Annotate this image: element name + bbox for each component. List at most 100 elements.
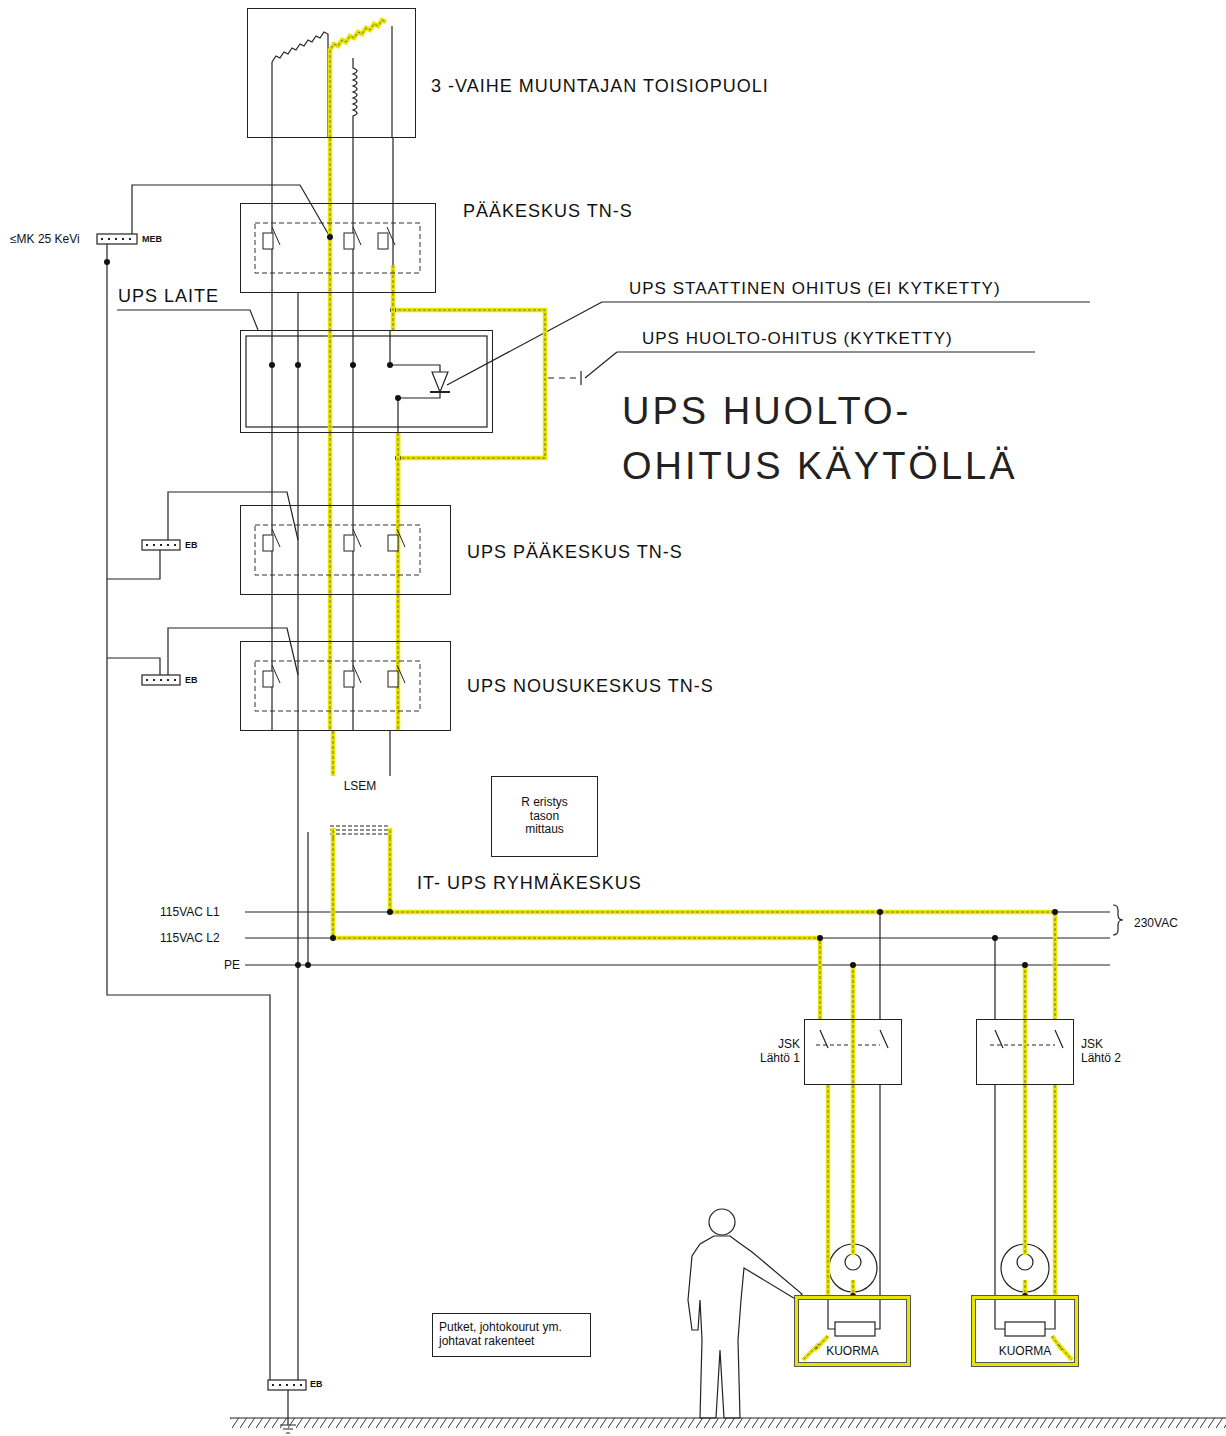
junction-dot [395,395,401,401]
conductor [392,138,393,203]
node-label: UPS NOUSUKESKUS TN-S [467,676,714,697]
switch-contact [272,665,280,683]
switch-contact [353,227,361,245]
panel-box: 3 -VAIHE MUUNTAJAN TOISIOPUOLI [247,8,416,138]
junction-dot [295,962,301,968]
annotation: 115VAC L2 [158,931,222,945]
switch-contact [387,227,395,245]
panel-box: R eristys tason mittaus [491,776,598,857]
live-wire [328,641,333,731]
conductor [271,433,272,505]
conductor-bundle [272,433,398,505]
terminal-name: EB [183,675,200,685]
live-wire [330,641,331,731]
live-wire [330,505,331,595]
conductor-bundle [272,293,393,330]
conductor [1053,1085,1058,1296]
transformer-winding [330,20,386,138]
node-label: LSEM [344,780,377,794]
annotation: 230VAC [1132,916,1180,930]
annotation: 115VAC L1 [158,905,222,919]
breaker-linkage [255,525,420,575]
conductor [297,433,298,505]
live-wire [333,828,390,838]
breaker-symbol [344,535,354,551]
junction-dot [1052,909,1058,915]
conductor [352,433,353,505]
live-wire [393,265,394,293]
fault-arrow [1052,1336,1072,1360]
live-wire [333,828,390,838]
conductor-bundle [333,731,390,776]
annotation: IT- UPS RYHMÄKESKUS [415,873,644,894]
fault-loop [390,838,1055,1019]
maintenance-bypass [393,310,545,458]
live-wire [391,265,396,293]
node-label: KUORMA [826,1345,879,1359]
annotation: ≤MK 25 KeVi [8,232,82,246]
junction-dot [104,259,110,265]
junction-dot [387,362,393,368]
conductor [398,595,399,641]
maintenance-bypass [393,310,545,458]
wire [392,203,393,265]
protective-earth [851,965,856,1255]
breaker-symbol [344,671,354,687]
switch-contact [353,665,361,683]
panel-box: UPS NOUSUKESKUS TN-S [240,641,451,731]
panel-box: KUORMA [972,1296,1078,1366]
conductor [826,1085,831,1296]
breaker-symbol [388,671,398,687]
switch-contact [272,227,280,245]
conductor [333,731,334,776]
breaker-linkage [255,661,420,711]
live-wire [328,505,333,595]
conductor [297,293,298,330]
live-wire [328,203,333,293]
annotation: UPS STAATTINEN OHITUS (EI KYTKETTY) [627,279,1003,299]
conductor [330,433,331,505]
junction-dot [305,962,311,968]
terminal-name: EB [183,540,200,550]
breaker-symbol [263,671,273,687]
breaker-symbol [263,233,273,249]
live-wire [328,330,333,433]
junction-dot [850,962,856,968]
junction-dot [817,935,823,941]
conductor [271,595,272,641]
breaker-linkage [255,223,420,273]
fault-arrow [803,1336,828,1360]
junction-dot [877,909,883,915]
conductor [328,293,333,330]
conductor [396,433,401,505]
live-wire [398,433,399,505]
junction-dot [350,362,356,368]
conductor [398,433,399,505]
conductor [328,595,333,641]
status-note: UPS HUOLTO-OHITUS KÄYTÖLLÄ [620,384,1064,494]
fault-loop [333,838,820,1019]
conductor [352,595,353,641]
terminal-name: MEB [140,234,164,244]
conductor [297,595,298,641]
conductor [1055,1085,1056,1296]
junction-dot [327,234,333,240]
annotation: PE [222,958,242,972]
junction-dot [330,935,336,941]
panel-box: JSK Lähtö 2 [976,1019,1074,1085]
protective-earth [1025,965,1026,1255]
live-wire [396,433,401,505]
switch-contact [397,529,405,547]
node-label: PÄÄKESKUS TN-S [463,201,633,222]
panel-box: LSEM [328,776,392,826]
conductor-bundle [272,595,398,641]
node-label: UPS PÄÄKESKUS TN-S [467,542,683,563]
conductor-bundle [272,138,393,203]
live-wire [330,330,331,433]
conductor [331,731,336,776]
conductor [330,138,331,203]
wire [297,641,298,731]
fault-loop [333,838,820,1019]
conductor [389,731,390,776]
annotation: UPS HUOLTO-OHITUS (KYTKETTY) [640,329,955,349]
